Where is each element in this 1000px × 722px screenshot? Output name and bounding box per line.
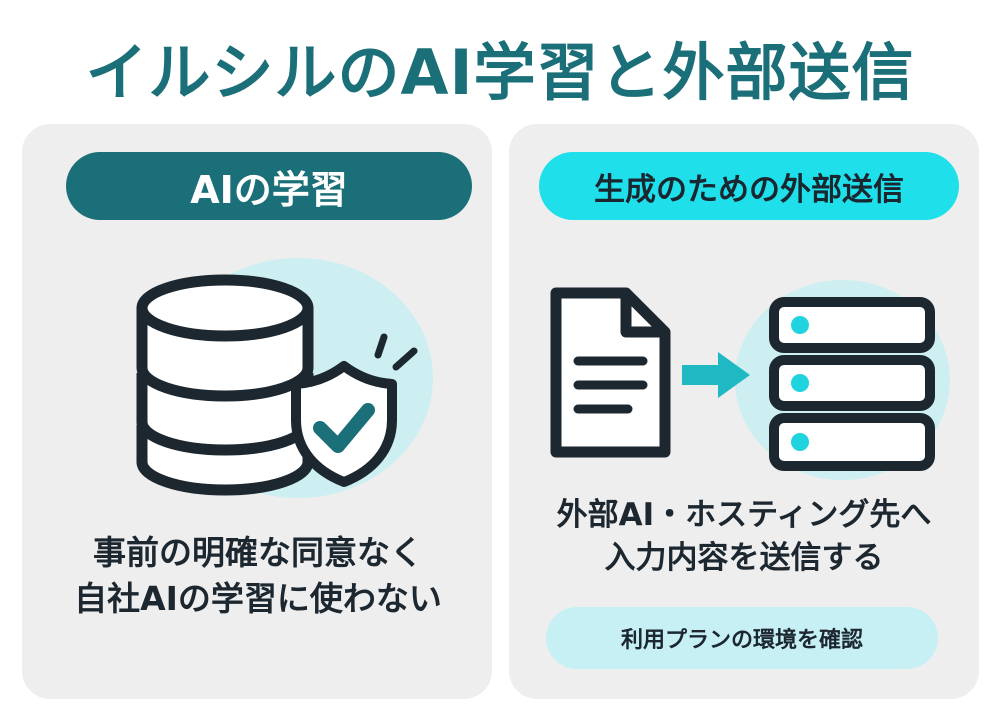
ai-learning-caption: 事前の明確な同意なく 自社AIの学習に使わない (30, 530, 486, 621)
external-transmission-caption: 外部AI・ホスティング先へ 入力内容を送信する (515, 494, 973, 580)
external-transmission-caption-line1: 外部AI・ホスティング先へ (556, 497, 932, 533)
arrow-right-icon (682, 352, 750, 398)
ai-learning-heading: AIの学習 (66, 152, 472, 220)
server-icon (769, 297, 935, 471)
sparkle-icon (374, 333, 418, 371)
shield-check-icon (291, 361, 397, 487)
database-icon (136, 274, 314, 496)
ai-learning-caption-line2: 自社AIの学習に使わない (74, 578, 442, 618)
external-transmission-caption-line2: 入力内容を送信する (604, 539, 884, 576)
external-transmission-heading: 生成のための外部送信 (539, 152, 959, 220)
document-icon (550, 287, 671, 458)
page-title: イルシルのAI学習と外部送信 (85, 36, 915, 109)
ai-learning-caption-line1: 事前の明確な同意なく (93, 533, 423, 572)
plan-environment-note: 利用プランの環境を確認 (546, 607, 938, 669)
